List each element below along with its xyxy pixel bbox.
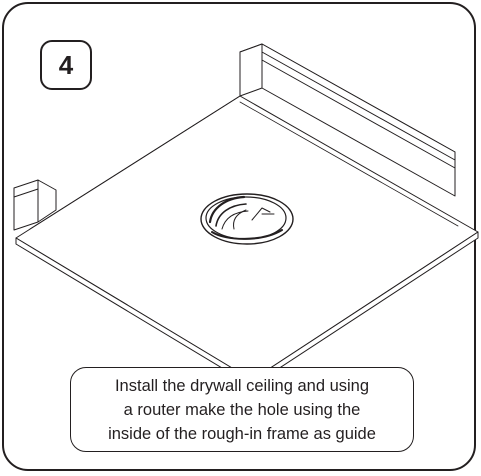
left-wall-frame — [13, 179, 57, 231]
step-number: 4 — [58, 50, 74, 80]
ceiling-hole — [200, 193, 294, 245]
instruction-caption: Install the drywall ceiling and using a … — [70, 367, 414, 452]
caption-line-3: inside of the rough-in frame as guide — [108, 424, 376, 443]
right-wall-frame — [239, 43, 456, 197]
caption-line-1: Install the drywall ceiling and using — [114, 376, 370, 395]
step-number-badge: 4 — [40, 40, 92, 90]
caption-line-2: a router make the hole using the — [123, 400, 361, 419]
